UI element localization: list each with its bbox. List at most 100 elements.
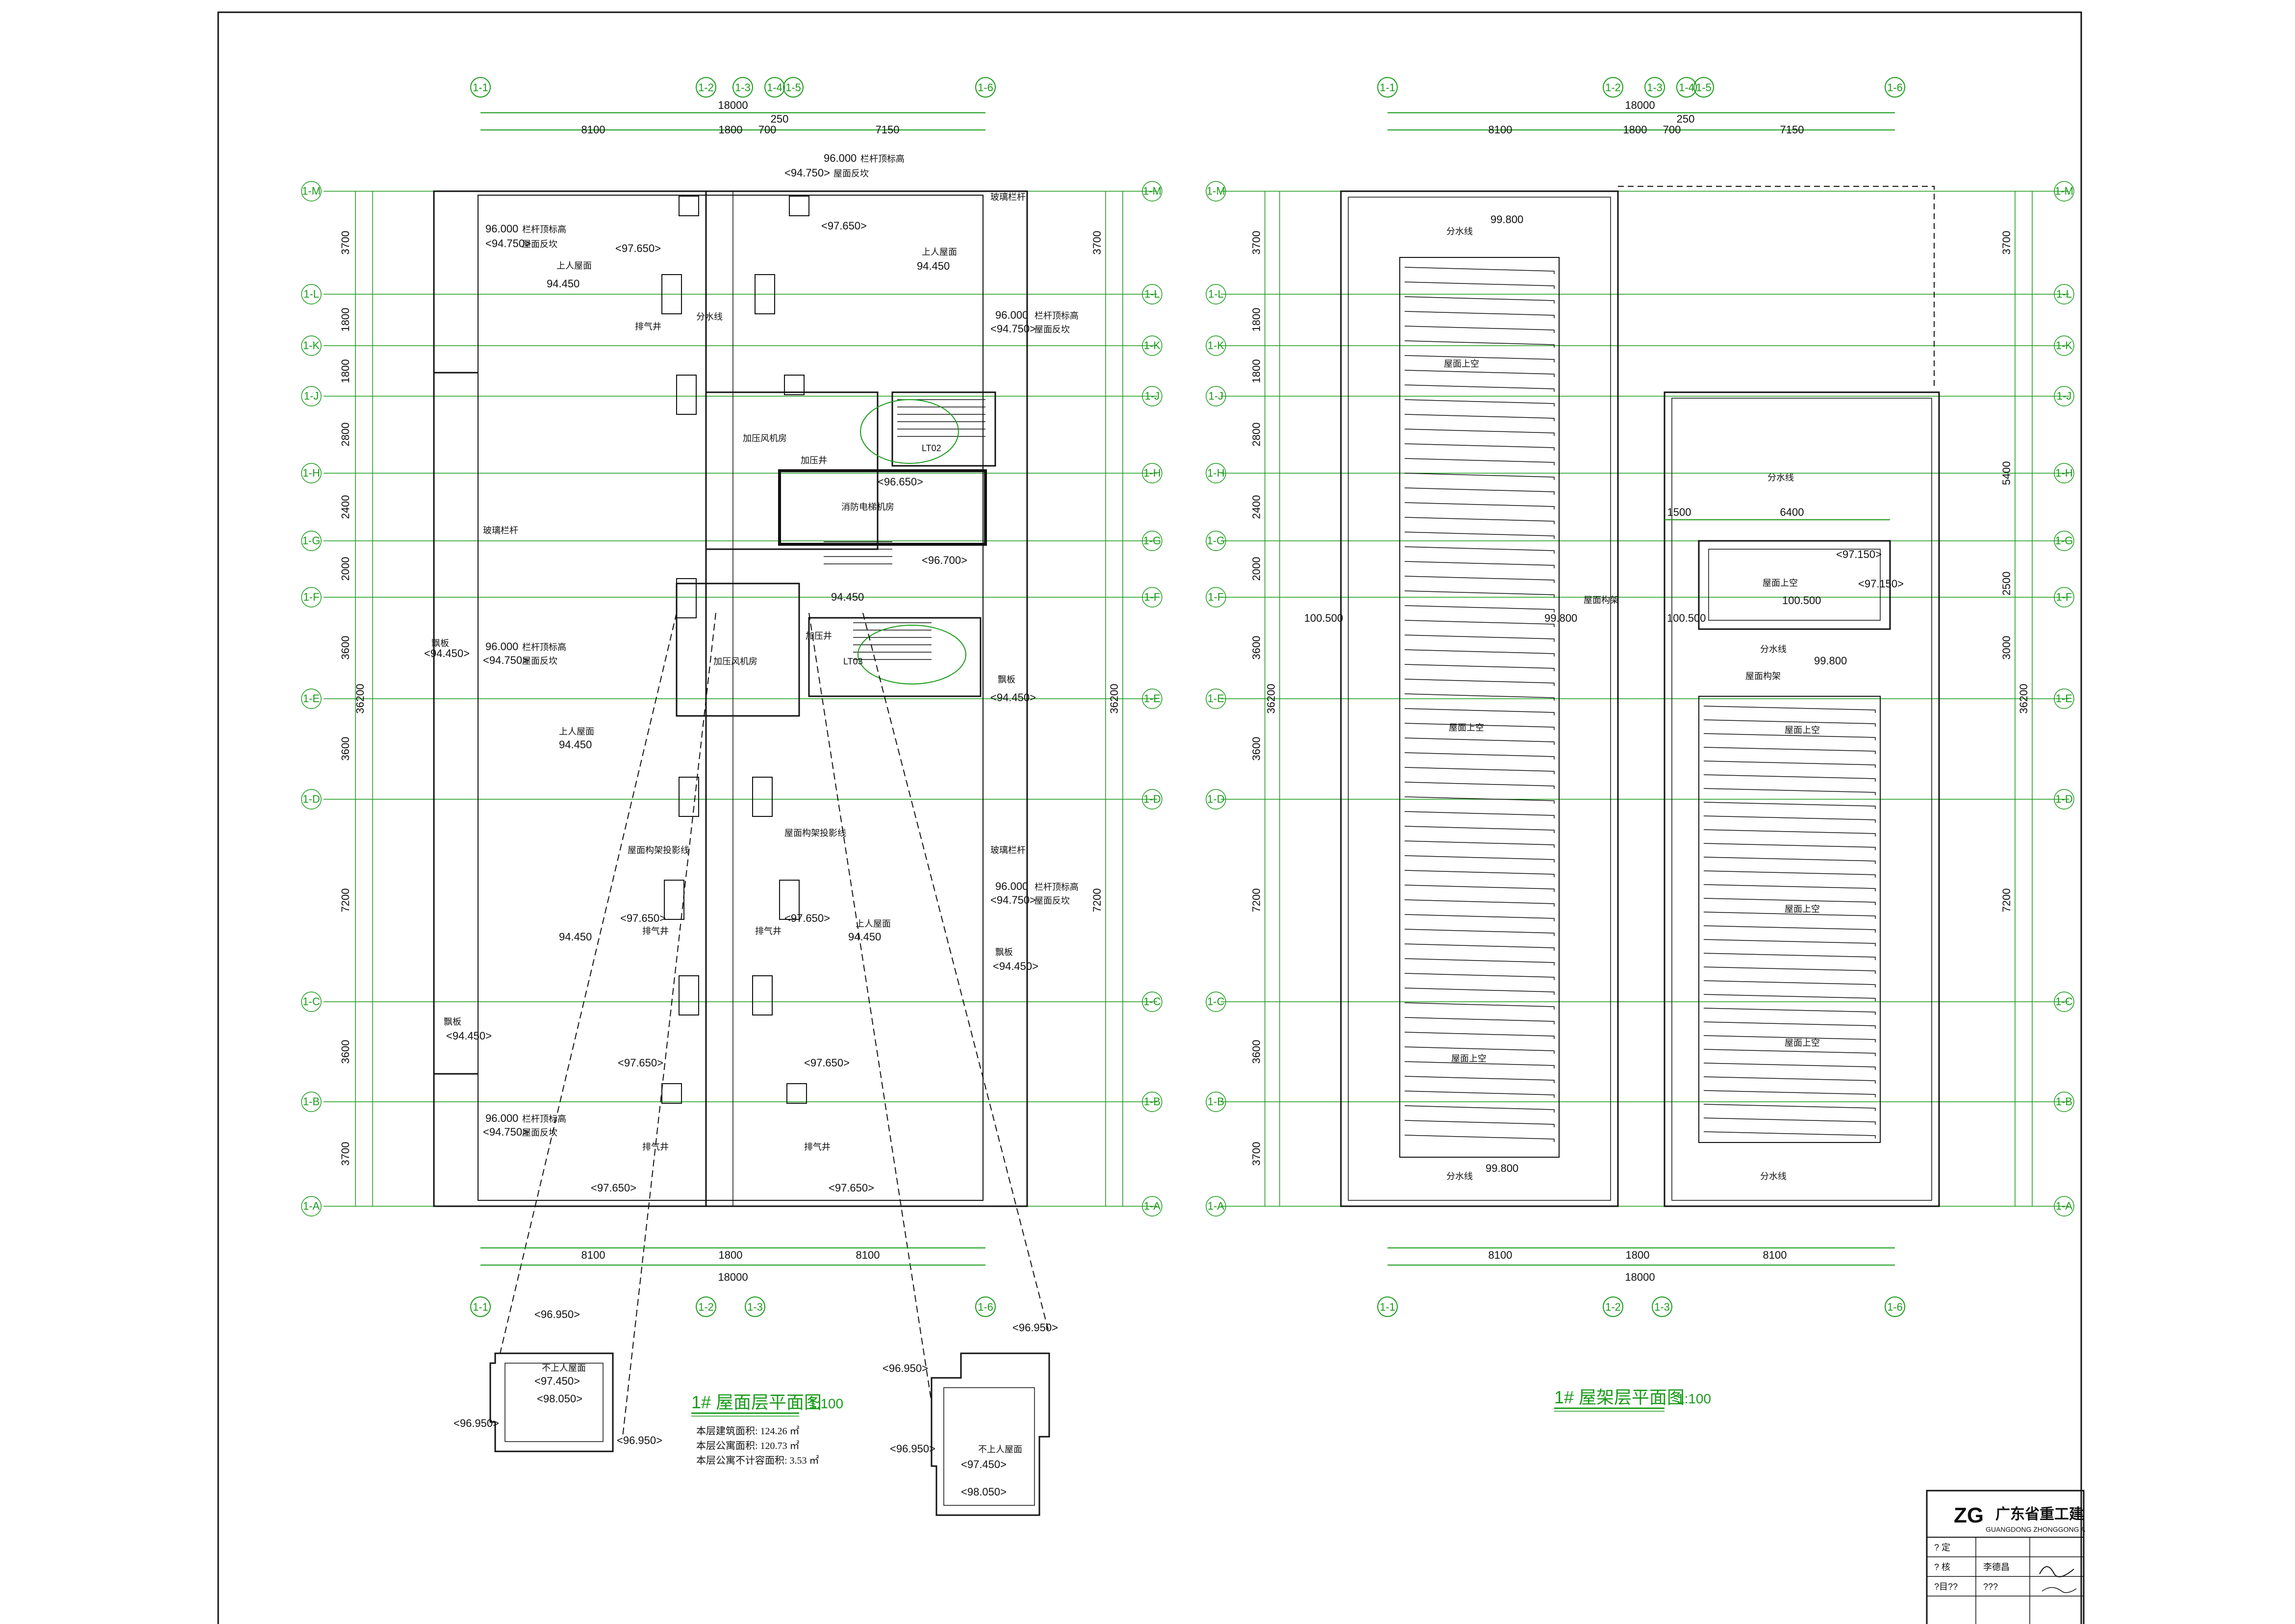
svg-text:1-G: 1-G [2055,534,2073,547]
slat [1703,719,1876,727]
svg-text:飘板: 飘板 [995,947,1013,957]
svg-text:36200: 36200 [2018,684,2030,713]
svg-text:1800: 1800 [339,359,352,383]
svg-text:96.000: 96.000 [485,640,518,653]
slat [1703,1035,1876,1042]
detail-right: <96.950> <96.950> 不上人屋面 <97.450> <96.950… [883,1321,1058,1516]
svg-text:???: ??? [1983,1582,1998,1592]
svg-text:<97.650>: <97.650> [821,220,867,232]
svg-text:7200: 7200 [1091,888,1103,913]
svg-text:94.450: 94.450 [559,738,592,751]
svg-text:排气井: 排气井 [642,926,669,936]
svg-text:1-M: 1-M [1143,185,1161,197]
svg-text:2800: 2800 [339,423,352,447]
svg-text:飘板: 飘板 [431,638,449,648]
svg-text:上人屋面: 上人屋面 [556,261,592,271]
svg-text:屋面反坎: 屋面反坎 [1034,325,1070,334]
svg-text:99.800: 99.800 [1814,655,1847,667]
svg-text:屋面构架投影线: 屋面构架投影线 [628,845,689,855]
signature [2039,1566,2074,1577]
slat [1404,899,1555,907]
slat [1404,267,1555,274]
svg-text:3600: 3600 [1250,1040,1262,1064]
svg-text:1-J: 1-J [1209,390,1224,402]
slat [1404,693,1555,701]
row-dims-2: 3700 1800 1800 2800 2400 2000 3600 3600 … [1250,231,2030,1166]
svg-text:<97.150>: <97.150> [1858,578,1904,590]
svg-text:1-L: 1-L [2056,288,2072,300]
axis-label: 1-2 [698,81,714,94]
slat [1404,487,1555,495]
svg-text:排气井: 排气井 [755,926,782,936]
svg-text:3600: 3600 [1250,737,1262,761]
svg-text:2000: 2000 [339,557,352,581]
slat [1703,843,1876,850]
top-axis-bubbles-2: 1-1 1-2 1-3 1-4 1-5 1-6 [1377,77,1905,98]
slat [1404,561,1555,568]
svg-text:<96.950>: <96.950> [883,1362,928,1374]
slat [1404,1032,1555,1039]
svg-text:栏杆顶标高: 栏杆顶标高 [1034,882,1079,892]
svg-text:1-K: 1-K [1208,339,1225,352]
svg-text:屋面反坎: 屋面反坎 [522,239,557,249]
svg-text:1-L: 1-L [303,288,319,300]
svg-text:96.000: 96.000 [824,152,857,164]
slat [1404,620,1555,627]
svg-text:3700: 3700 [2000,231,2013,255]
slat [1404,296,1555,304]
svg-text:700: 700 [1663,124,1681,136]
slat [1404,576,1555,583]
svg-text:1500: 1500 [1667,506,1691,518]
bottom-total-dim: 18000 [718,1271,748,1283]
slat [1404,767,1555,774]
slat [1404,1046,1555,1054]
svg-text:1-B: 1-B [303,1095,320,1108]
slat [1404,458,1555,465]
svg-text:36200: 36200 [354,684,366,713]
row-axis-labels: 1-M 1-L 1-K 1-J 1-H 1-G 1-F 1-E 1-D 1-C … [302,185,1161,1212]
svg-text:1-B: 1-B [2056,1095,2072,1108]
svg-text:1-E: 1-E [1208,692,1224,705]
slat [1703,857,1876,864]
svg-text:排气井: 排气井 [642,1142,669,1152]
room-label: 加压井 [806,631,832,641]
slat [1703,1049,1876,1056]
svg-text:屋面上空: 屋面上空 [1444,359,1479,369]
slat [1404,885,1555,892]
slat [1404,311,1555,318]
slat [1404,1017,1555,1024]
company-name-en: GUANGDONG ZHONGGONG A [1986,1525,2086,1533]
slat [1703,1131,1876,1139]
svg-text:1-6: 1-6 [1887,1301,1903,1313]
row-axis-labels-2: 1-M 1-L 1-K 1-J 1-H 1-G 1-F 1-E 1-D 1-C … [1207,185,2073,1212]
svg-text:栏杆顶标高: 栏杆顶标高 [860,154,905,164]
svg-text:1800: 1800 [1623,124,1647,136]
svg-text:? 核: ? 核 [1934,1562,1950,1572]
slat [1404,737,1555,745]
svg-text:1-H: 1-H [1207,467,1224,479]
svg-text:飘板: 飘板 [444,1017,461,1027]
slat [1404,1120,1555,1127]
svg-text:<97.650>: <97.650> [784,912,830,924]
svg-text:不上人屋面: 不上人屋面 [978,1445,1022,1454]
svg-text:屋面反坎: 屋面反坎 [833,169,869,178]
svg-text:1-C: 1-C [1143,995,1161,1008]
svg-text:1-G: 1-G [1207,534,1225,547]
slat [1404,443,1555,451]
axis-label: 1-6 [978,81,993,94]
roof-plan: 18000 8100 1800 700 250 7150 1-1 1-2 1-3… [301,77,1162,1466]
top-dim: 7150 [876,124,900,136]
svg-text:3700: 3700 [1250,231,1262,255]
svg-text:1-3: 1-3 [747,1301,763,1313]
sheet-border [217,11,2082,1624]
slat [1404,649,1555,657]
svg-text:18000: 18000 [1625,99,1655,111]
elevator-pit [860,399,959,464]
row-axes-2 [1206,181,2074,1217]
slat [1404,929,1555,936]
svg-text:1800: 1800 [339,308,352,332]
svg-text:<94.750>: <94.750> [485,237,531,250]
slat [1703,1076,1876,1084]
room-label: 加压风机房 [713,657,757,666]
svg-text:分水线: 分水线 [1446,227,1473,236]
